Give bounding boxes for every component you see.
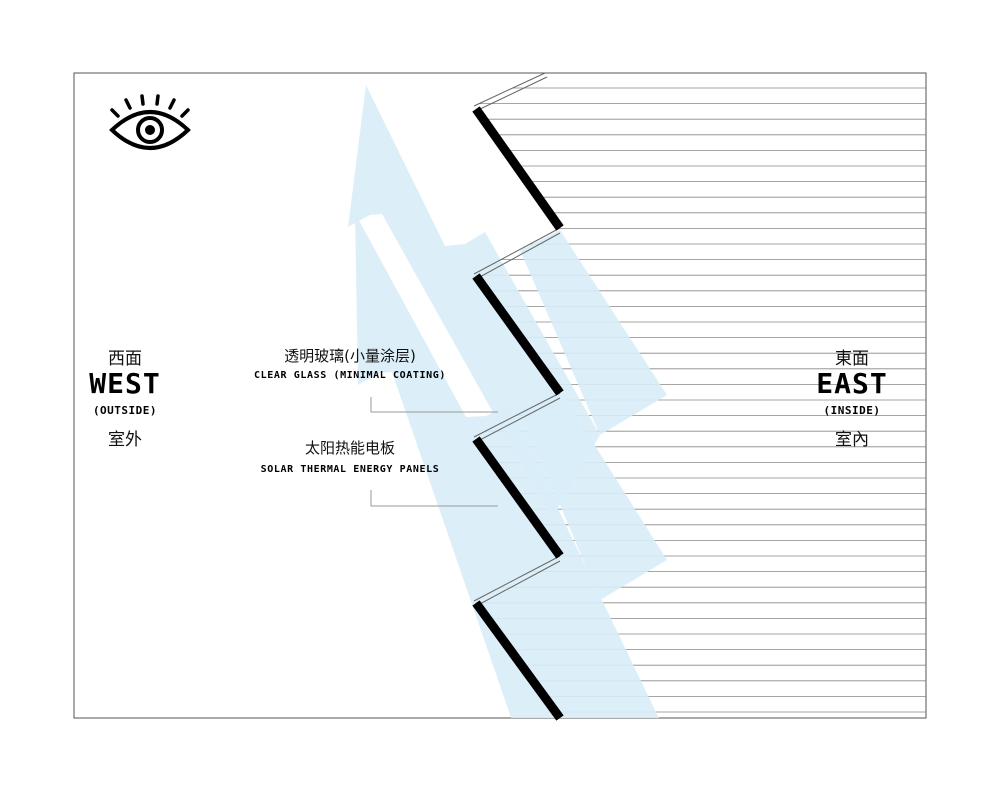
east-subtitle: (INSIDE)	[823, 404, 881, 417]
glass-leader-line	[370, 397, 498, 413]
panels-leader-line	[370, 490, 498, 507]
glass-chinese-label: 透明玻璃(小量涂层)	[284, 347, 416, 365]
sunlight-arrow-lower	[355, 213, 659, 718]
glass-english-label: CLEAR GLASS (MINIMAL COATING)	[254, 370, 446, 381]
west-title: WEST	[89, 367, 161, 400]
panels-english-label: SOLAR THERMAL ENERGY PANELS	[260, 464, 440, 475]
sunlight-arrow-right-upper	[520, 230, 667, 435]
sunlight-arrow-right-lower	[520, 390, 667, 600]
solar-panel-2	[472, 273, 564, 396]
clear-glass-panes	[473, 72, 561, 606]
west-chinese-sublabel: 室外	[108, 430, 142, 450]
solar-panel-3	[472, 436, 564, 559]
solar-thermal-panels	[472, 106, 564, 721]
panels-chinese-label: 太阳热能电板	[304, 439, 395, 457]
east-title: EAST	[816, 367, 888, 400]
east-chinese-label: 東面	[835, 349, 869, 369]
west-subtitle: (OUTSIDE)	[92, 404, 158, 417]
west-chinese-label: 西面	[108, 349, 142, 369]
solar-panel-1	[472, 106, 564, 231]
east-chinese-sublabel: 室內	[835, 430, 869, 450]
solar-panel-4	[472, 600, 564, 721]
eye-icon	[109, 94, 191, 150]
